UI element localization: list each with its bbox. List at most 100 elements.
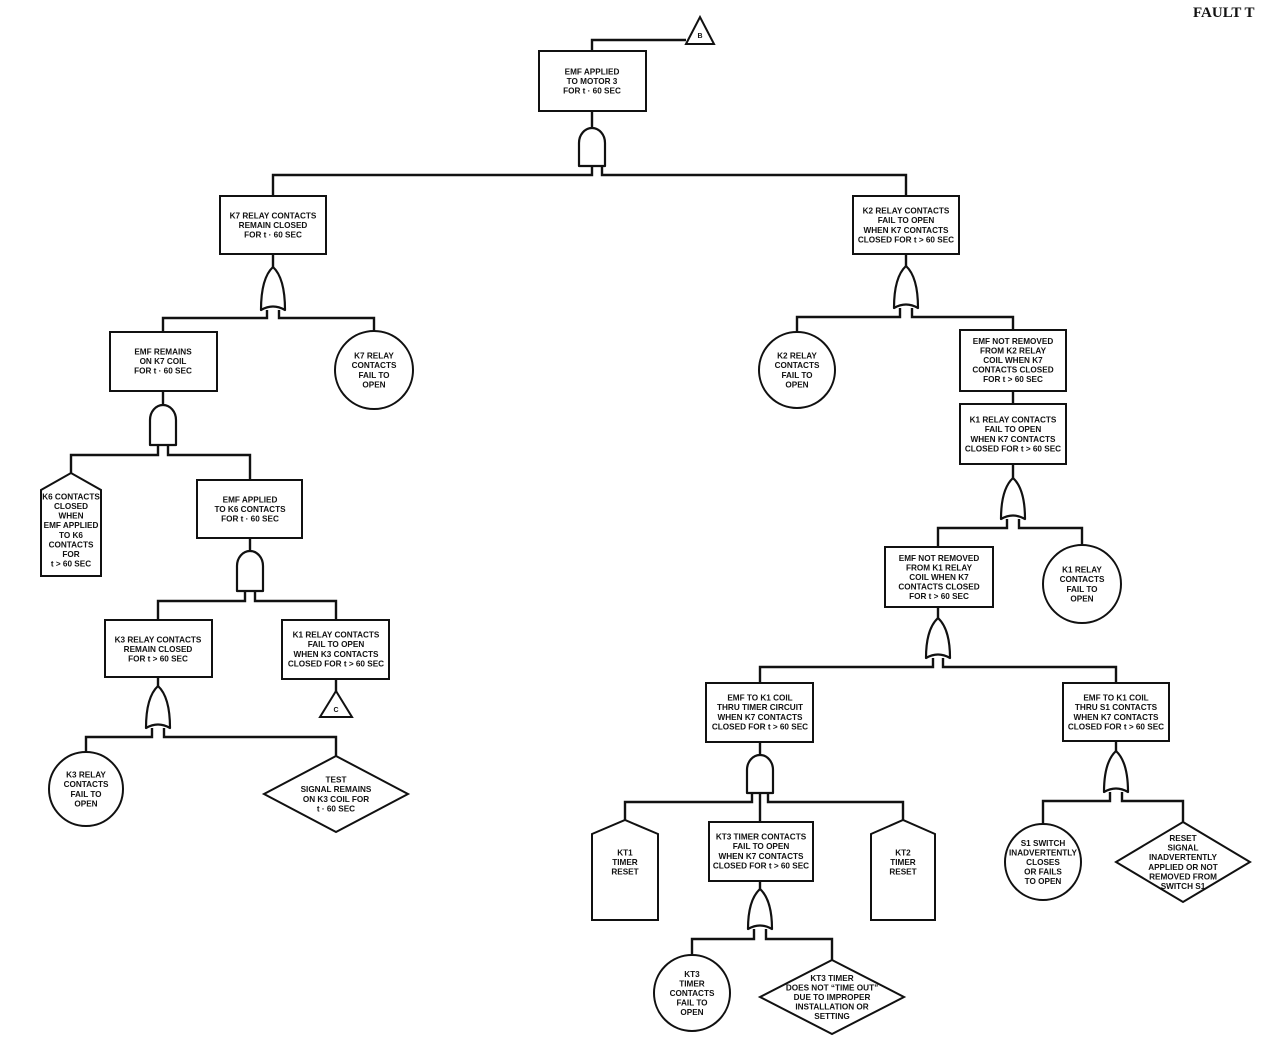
event-label-line: CLOSED FOR t > 60 SEC <box>965 444 1061 453</box>
event-label-line: SETTING <box>814 1012 849 1021</box>
event-label-line: WHEN <box>58 512 83 521</box>
event-label-line: CLOSED FOR t > 60 SEC <box>712 722 808 731</box>
event-label-line: FAIL TO <box>1066 585 1098 594</box>
event-label-line: OPEN <box>362 380 385 389</box>
event-label-line: FAIL TO <box>676 999 708 1008</box>
event-label-line: FOR t > 60 SEC <box>128 655 188 664</box>
event-label-line: FOR t · 60 SEC <box>221 515 279 524</box>
event-label-line: INADVERTENTLY <box>1149 853 1217 862</box>
event-label-line: FOR t · 60 SEC <box>244 231 302 240</box>
event-label-line: EMF APPLIED <box>44 521 99 530</box>
event-label-line: SIGNAL <box>1168 844 1199 853</box>
event-label-line: FAIL TO <box>70 790 102 799</box>
or-gate-k7 <box>259 265 287 312</box>
event-label-line: OPEN <box>785 380 808 389</box>
or-gate-k3 <box>144 684 172 730</box>
event-label-line: CLOSED <box>54 502 88 511</box>
event-label-line: COIL WHEN K7 <box>909 573 969 582</box>
event-label-line: TO MOTOR 3 <box>567 77 618 86</box>
event-label-line: DUE TO IMPROPER <box>794 993 871 1002</box>
or-gate-kt3 <box>746 887 774 931</box>
event-label-line: K7 RELAY <box>354 352 394 361</box>
event-label-line: WHEN K7 CONTACTS <box>1074 713 1159 722</box>
event-label-line: FOR <box>62 550 79 559</box>
event-label-line: OPEN <box>74 799 97 808</box>
event-label-line: KT1 <box>617 848 633 857</box>
event-label-line: t > 60 SEC <box>51 560 91 569</box>
event-label-line: COIL WHEN K7 <box>983 356 1043 365</box>
event-label-line: REMAIN CLOSED <box>124 645 193 654</box>
or-gate-k1 <box>999 476 1027 521</box>
or-gate-s1 <box>1102 749 1130 794</box>
event-label-line: EMF TO K1 COIL <box>1083 694 1148 703</box>
transfer-in-triangle: B <box>684 14 716 45</box>
event-label-line: CONTACTS <box>49 540 94 549</box>
event-label-line: FAIL TO <box>781 371 813 380</box>
event-label-line: S1 SWITCH <box>1021 839 1066 848</box>
event-label-line: FAIL TO <box>358 371 390 380</box>
event-label-line: TIMER <box>890 858 916 867</box>
event-label-line: FAIL TO OPEN <box>985 425 1042 434</box>
event-label-line: FAIL TO OPEN <box>733 842 790 851</box>
event-label-line: FOR t > 60 SEC <box>983 375 1043 384</box>
event-label-line: TO K6 <box>59 531 83 540</box>
event-label-line: RESET <box>611 868 638 877</box>
transfer-in-label: B <box>697 33 702 40</box>
event-label-line: K2 RELAY <box>777 352 817 361</box>
transfer-out-label: C <box>333 707 338 714</box>
event-label-line: CLOSED FOR t > 60 SEC <box>858 235 954 244</box>
event-label-line: SIGNAL REMAINS <box>301 785 372 794</box>
event-label-line: EMF APPLIED <box>223 495 278 504</box>
event-label-line: CONTACTS <box>64 780 109 789</box>
event-label-line: REMAIN CLOSED <box>239 221 308 230</box>
event-label-line: CLOSED FOR t > 60 SEC <box>713 861 809 870</box>
event-label-line: CONTACTS <box>775 361 820 370</box>
event-label-line: CLOSED FOR t > 60 SEC <box>288 659 384 668</box>
event-label-line: K6 CONTACTS <box>42 492 100 501</box>
event-label-line: TO K6 CONTACTS <box>214 505 286 514</box>
event-label-line: FROM K1 RELAY <box>906 563 973 572</box>
event-label-line: FOR t · 60 SEC <box>134 367 192 376</box>
event-label-line: ON K3 COIL FOR <box>303 795 369 804</box>
event-label-line: RESET <box>1169 834 1196 843</box>
event-label-line: WHEN K7 CONTACTS <box>864 226 949 235</box>
or-gate-k2 <box>892 264 920 310</box>
event-label-line: WHEN K3 CONTACTS <box>294 650 379 659</box>
event-label-line: FOR t > 60 SEC <box>909 592 969 601</box>
event-label-line: K7 RELAY CONTACTS <box>230 211 317 220</box>
event-label-line: KT3 TIMER <box>810 974 853 983</box>
event-label-line: INSTALLATION OR <box>795 1003 868 1012</box>
page-title: FAULT T <box>1193 5 1255 21</box>
event-label-line: KT3 TIMER CONTACTS <box>716 833 807 842</box>
